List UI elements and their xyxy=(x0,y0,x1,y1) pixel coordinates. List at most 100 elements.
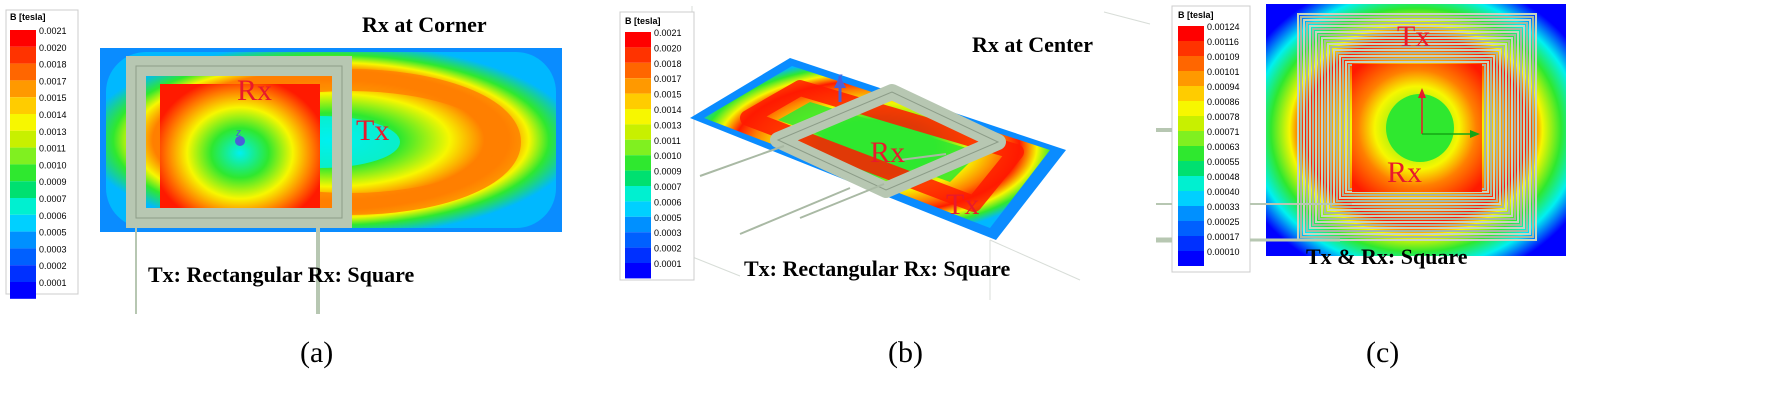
field-ring-b-red xyxy=(740,80,1024,212)
legend-tick-label: 0.00071 xyxy=(1207,127,1240,137)
legend-c: B [tesla] 0.001240.001160.001090.001010.… xyxy=(1171,5,1251,273)
panel-b-title: Rx at Center xyxy=(972,32,1093,57)
leads-b xyxy=(699,145,947,235)
legend-tick-label: 0.0014 xyxy=(654,105,682,115)
legend-swatch xyxy=(1178,146,1204,161)
legend-b: B [tesla] 0.00210.00200.00180.00170.0015… xyxy=(619,11,695,281)
tx-coil-turn xyxy=(1303,19,1531,235)
legend-swatch xyxy=(10,30,36,47)
tx-coil-turn xyxy=(1342,58,1492,196)
legend-tick-label: 0.0015 xyxy=(39,93,67,103)
axis-arrow-b xyxy=(834,76,846,88)
tx-coil-turn xyxy=(1339,55,1495,199)
rx-label-a: Rx xyxy=(237,74,272,107)
legend-swatch xyxy=(625,170,651,186)
legend-tick-label: 0.0010 xyxy=(654,151,682,161)
legend-tick-label: 0.00017 xyxy=(1207,232,1240,242)
tx-coil-turn xyxy=(1315,31,1519,223)
legend-tick-label: 0.00040 xyxy=(1207,187,1240,197)
legend-swatch xyxy=(625,47,651,63)
legend-swatch xyxy=(625,247,651,263)
legend-swatch xyxy=(1178,251,1204,266)
legend-a-swatches xyxy=(10,30,36,299)
legend-tick-label: 0.00063 xyxy=(1207,142,1240,152)
legend-a-ticks: 0.00210.00200.00180.00170.00150.00140.00… xyxy=(39,26,67,288)
legend-swatch xyxy=(625,93,651,109)
legend-swatch xyxy=(625,78,651,94)
legend-swatch xyxy=(10,46,36,64)
legend-tick-label: 0.0017 xyxy=(654,74,682,84)
legend-tick-label: 0.00055 xyxy=(1207,157,1240,167)
rx-region-a xyxy=(160,84,320,222)
tx-label-c: Tx xyxy=(1397,20,1430,53)
legend-c-swatches xyxy=(1178,26,1204,266)
tx-coil-turn xyxy=(1333,49,1501,205)
legend-tick-label: 0.0020 xyxy=(39,43,67,53)
legend-tick-label: 0.00109 xyxy=(1207,52,1240,62)
legend-b-title: B [tesla] xyxy=(625,16,661,26)
legend-swatch xyxy=(1178,56,1204,71)
legend-tick-label: 0.0009 xyxy=(654,167,682,177)
legend-tick-label: 0.0003 xyxy=(654,228,682,238)
axis-x-arrow-c xyxy=(1470,130,1480,138)
legend-swatch xyxy=(625,124,651,140)
rx-coil-a-outline xyxy=(135,65,343,219)
legend-tick-label: 0.0005 xyxy=(654,213,682,223)
tx-coil-turn xyxy=(1300,16,1534,238)
legend-swatch xyxy=(625,155,651,171)
legend-swatch xyxy=(625,201,651,217)
legend-tick-label: 0.0002 xyxy=(39,261,67,271)
panel-b-subtitle: Tx: Rectangular Rx: Square xyxy=(744,256,1010,281)
legend-tick-label: 0.00025 xyxy=(1207,217,1240,227)
legend-swatch xyxy=(625,186,651,202)
legend-tick-label: 0.0013 xyxy=(654,120,682,130)
legend-tick-label: 0.0010 xyxy=(39,160,67,170)
legend-swatch xyxy=(10,63,36,81)
panel-c-caption: (c) xyxy=(1366,336,1399,369)
legend-tick-label: 0.0005 xyxy=(39,228,67,238)
legend-tick-label: 0.00048 xyxy=(1207,172,1240,182)
legend-swatch xyxy=(1178,161,1204,176)
legend-tick-label: 0.0018 xyxy=(39,60,67,70)
legend-swatch xyxy=(625,32,651,48)
panel-a-caption: (a) xyxy=(300,336,333,369)
axis-marker-a xyxy=(235,136,245,146)
axis-label-b: z xyxy=(837,69,843,83)
panel-a: B [tesla] 0.00210.00200.00180.00170.0015… xyxy=(5,9,562,369)
legend-swatch xyxy=(10,198,36,215)
legend-swatch xyxy=(10,265,36,282)
panel-b: B [tesla] 0.00210.00200.00180.00170.0015… xyxy=(619,6,1151,369)
legend-swatch xyxy=(10,282,36,299)
legend-swatch xyxy=(10,114,36,131)
legend-swatch xyxy=(10,97,36,114)
legend-swatch xyxy=(625,263,651,279)
panel-c: B [tesla] 0.001240.001160.001090.001010.… xyxy=(1156,4,1566,369)
legend-tick-label: 0.0002 xyxy=(654,244,682,254)
legend-swatch xyxy=(1178,26,1204,41)
legend-tick-label: 0.00124 xyxy=(1207,22,1240,32)
tx-label-b: Tx xyxy=(946,188,979,221)
legend-swatch xyxy=(1178,236,1204,251)
legend-swatch xyxy=(1178,41,1204,56)
panel-a-title: Rx at Corner xyxy=(362,12,487,37)
legend-tick-label: 0.00101 xyxy=(1207,67,1240,77)
rx-label-b: Rx xyxy=(870,136,905,169)
legend-tick-label: 0.0021 xyxy=(654,28,682,38)
legend-swatch xyxy=(1178,116,1204,131)
legend-tick-label: 0.0001 xyxy=(39,278,67,288)
tx-coil-turn xyxy=(1321,37,1513,217)
legend-swatch xyxy=(10,80,36,98)
legend-tick-label: 0.0007 xyxy=(39,194,67,204)
legend-swatch xyxy=(1178,206,1204,221)
legend-tick-label: 0.00010 xyxy=(1207,247,1240,257)
legend-a: B [tesla] 0.00210.00200.00180.00170.0015… xyxy=(5,9,79,299)
legend-b-ticks: 0.00210.00200.00180.00170.00150.00140.00… xyxy=(654,28,682,269)
legend-tick-label: 0.0013 xyxy=(39,127,67,137)
leads-c xyxy=(1156,128,1352,243)
legend-tick-label: 0.0021 xyxy=(39,26,67,36)
legend-tick-label: 0.0007 xyxy=(654,182,682,192)
legend-tick-label: 0.00116 xyxy=(1207,37,1239,47)
legend-tick-label: 0.0006 xyxy=(654,197,682,207)
axis-label-a: z xyxy=(235,124,241,139)
